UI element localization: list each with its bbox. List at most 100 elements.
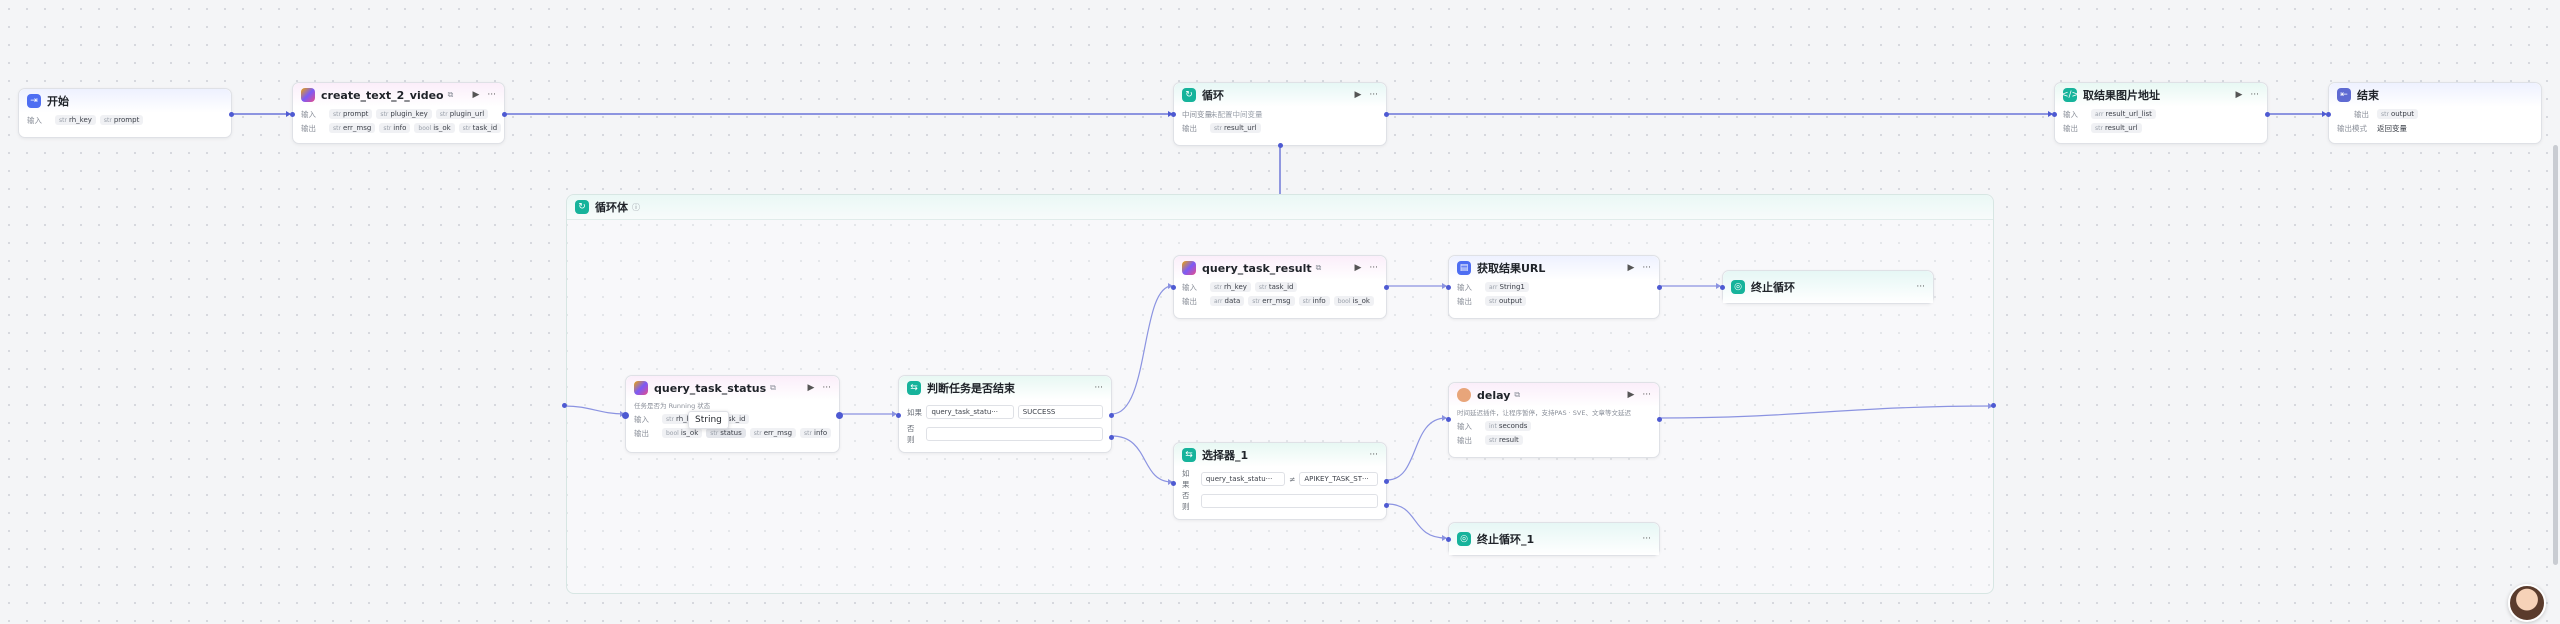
- more-icon[interactable]: ···: [1642, 390, 1651, 400]
- else-branch: [1200, 494, 1378, 508]
- start-icon: ⇥: [27, 94, 41, 108]
- more-icon[interactable]: ···: [2250, 90, 2259, 100]
- plugin-badge-icon: ⧉: [447, 90, 454, 99]
- if-port[interactable]: [1384, 479, 1389, 484]
- more-icon[interactable]: ···: [487, 90, 496, 100]
- output-label: 输出: [1182, 123, 1197, 133]
- more-icon[interactable]: ···: [1642, 263, 1651, 273]
- node-description: 时间延迟插件，让程序暂停，支持PAS · SVE、文章等文延迟: [1457, 409, 1631, 417]
- more-icon[interactable]: ···: [1094, 383, 1103, 393]
- condition-value[interactable]: APIKEY_TASK_ST···: [1299, 472, 1378, 486]
- condition-operator[interactable]: ≠: [1289, 474, 1296, 484]
- node-title: query_task_result: [1202, 261, 1312, 275]
- else-port[interactable]: [1109, 435, 1114, 440]
- output-port[interactable]: [1657, 417, 1662, 422]
- input-port[interactable]: [622, 412, 629, 419]
- node-stop-loop[interactable]: ◎ 终止循环 ···: [1720, 270, 1934, 304]
- node-title: 判断任务是否结束: [927, 382, 1015, 395]
- node-query-task-status[interactable]: query_task_status ⧉ ▶··· 任务是否为 Running 状…: [622, 375, 843, 453]
- else-branch: [925, 427, 1103, 441]
- condition-value[interactable]: SUCCESS: [1017, 405, 1103, 419]
- body-port[interactable]: [1278, 143, 1283, 148]
- plugin-icon: [1182, 261, 1196, 275]
- end-icon: ⇤: [2337, 88, 2351, 102]
- more-icon[interactable]: ···: [1916, 282, 1925, 292]
- input-port[interactable]: [896, 413, 901, 418]
- output-port[interactable]: [502, 112, 507, 117]
- node-judge-task-finished[interactable]: ⇆ 判断任务是否结束 ··· 如果 query_task_statu··· SU…: [896, 375, 1114, 453]
- plugin-badge-icon: ⧉: [1514, 390, 1521, 399]
- run-icon[interactable]: ▶: [1354, 263, 1362, 273]
- run-icon[interactable]: ▶: [472, 90, 480, 100]
- input-label: 输入: [301, 109, 316, 119]
- loop-body-icon: ↻: [575, 200, 589, 214]
- node-title: 终止循环_1: [1477, 533, 1535, 546]
- output-port[interactable]: [2265, 112, 2270, 117]
- node-title: create_text_2_video: [321, 88, 444, 102]
- if-port[interactable]: [1109, 413, 1114, 418]
- run-icon[interactable]: ▶: [1354, 90, 1362, 100]
- loop-body-input-port[interactable]: [562, 403, 567, 408]
- more-icon[interactable]: ···: [1369, 90, 1378, 100]
- condition-icon: ⇆: [1182, 448, 1196, 462]
- text-process-icon: ▤: [1457, 261, 1471, 275]
- input-port[interactable]: [1446, 417, 1451, 422]
- node-selector-1[interactable]: ⇆ 选择器_1 ··· 如果 query_task_statu··· ≠ API…: [1171, 442, 1389, 520]
- input-port[interactable]: [1171, 481, 1176, 486]
- run-icon[interactable]: ▶: [2235, 90, 2243, 100]
- run-icon[interactable]: ▶: [807, 383, 815, 393]
- more-icon[interactable]: ···: [822, 383, 831, 393]
- condition-icon: ⇆: [907, 381, 921, 395]
- input-port[interactable]: [1446, 285, 1451, 290]
- node-title: query_task_status: [654, 381, 767, 395]
- output-port[interactable]: [229, 112, 234, 117]
- input-port[interactable]: [1171, 112, 1176, 117]
- run-icon[interactable]: ▶: [1627, 390, 1635, 400]
- more-icon[interactable]: ···: [1369, 263, 1378, 273]
- output-port[interactable]: [836, 412, 843, 419]
- node-title: 获取结果URL: [1477, 262, 1546, 275]
- stop-icon: ◎: [1731, 280, 1745, 294]
- node-title: 选择器_1: [1202, 449, 1249, 462]
- plugin-icon: [301, 88, 315, 102]
- else-port[interactable]: [1384, 503, 1389, 508]
- more-icon[interactable]: ···: [1369, 450, 1378, 460]
- vertical-scrollbar[interactable]: [2553, 145, 2558, 565]
- type-tooltip: String: [688, 411, 729, 429]
- output-port[interactable]: [1657, 285, 1662, 290]
- input-port[interactable]: [290, 112, 295, 117]
- node-delay[interactable]: delay ⧉ ▶··· 时间延迟插件，让程序暂停，支持PAS · SVE、文章…: [1446, 382, 1662, 458]
- input-port[interactable]: [1720, 285, 1725, 290]
- node-stop-loop-1[interactable]: ◎ 终止循环_1 ···: [1446, 522, 1660, 556]
- output-port[interactable]: [1384, 112, 1389, 117]
- plugin-icon: [634, 381, 648, 395]
- node-title: 取结果图片地址: [2083, 89, 2160, 102]
- condition-variable[interactable]: query_task_statu···: [926, 405, 1014, 419]
- more-icon[interactable]: ···: [1642, 534, 1651, 544]
- input-port[interactable]: [1446, 537, 1451, 542]
- condition-variable[interactable]: query_task_statu···: [1200, 472, 1286, 486]
- run-icon[interactable]: ▶: [1627, 263, 1635, 273]
- input-port[interactable]: [1171, 285, 1176, 290]
- input-port[interactable]: [2326, 112, 2331, 117]
- input-port[interactable]: [2052, 112, 2057, 117]
- loop-body-output-port[interactable]: [1991, 403, 1996, 408]
- node-title: 结束: [2357, 89, 2379, 102]
- assistant-avatar-button[interactable]: [2508, 584, 2546, 622]
- node-title: 终止循环: [1751, 281, 1795, 294]
- node-title: 开始: [47, 95, 69, 108]
- var-value: 未配置中间变量: [1210, 109, 1263, 119]
- info-icon: ⓘ: [632, 202, 640, 212]
- delay-plugin-icon: [1457, 388, 1471, 402]
- output-port[interactable]: [1384, 285, 1389, 290]
- node-title: 循环: [1202, 89, 1224, 102]
